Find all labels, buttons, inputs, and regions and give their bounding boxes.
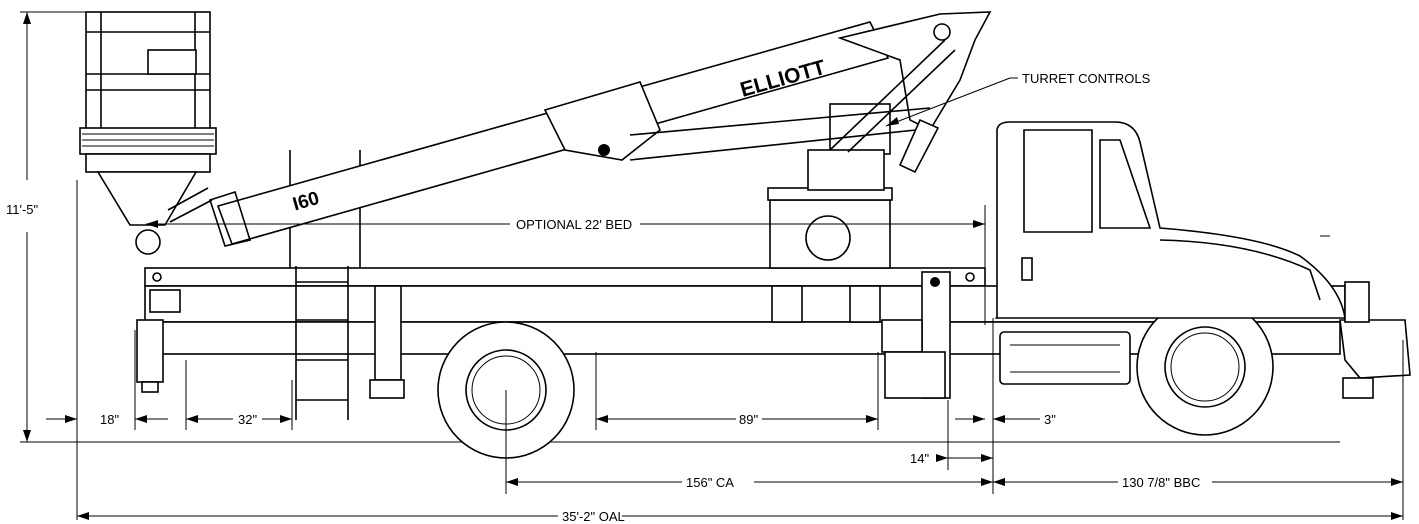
platform-basket [79,11,217,255]
outrigger-span-label: 89" [739,412,758,427]
rear-outrigger [136,319,164,383]
bed-dimension: OPTIONAL 22' BED [146,205,986,325]
rear-overhang-dimension: 18" [46,412,168,427]
cab-to-axle-dimension: 156" CA [506,475,993,490]
height-dimension: 11'-5" [4,12,52,442]
boom [208,11,992,247]
front-wheel [1136,298,1274,436]
height-label: 11'-5" [6,202,39,217]
rear-overhang-label: 18" [100,412,119,427]
outrigger-offset-label: 32" [238,412,257,427]
boom-knuckle [543,81,661,161]
outrigger-offset-dimension: 32" [186,412,292,427]
bed-dim-label: OPTIONAL 22' BED [516,217,632,232]
turret-base [769,199,891,269]
gap-14-dimension: 14" [910,451,993,466]
boom-main [216,21,890,245]
bed-deck [144,267,986,287]
overall-length-label: 35'-2" OAL [562,509,625,524]
gap-3-dimension: 3" [955,412,1056,427]
gap-3-label: 3" [1044,412,1056,427]
gap-14-label: 14" [910,451,929,466]
turret-controls-box [829,103,891,155]
cab-to-axle-label: 156" CA [686,475,734,490]
turret-controls-callout: TURRET CONTROLS [885,71,1151,127]
bumper-to-cab-label: 130 7/8" BBC [1122,475,1200,490]
truck-cab [996,121,1411,399]
bumper-to-cab-dimension: 130 7/8" BBC [993,475,1403,490]
extension-lines [76,180,1404,520]
turret-controls-label: TURRET CONTROLS [1022,71,1151,86]
fuel-tank [999,331,1131,385]
mid-outrigger [374,285,402,381]
outrigger-span-dimension: 89" [596,412,878,427]
overall-length-dimension: 35'-2" OAL [77,509,1403,524]
